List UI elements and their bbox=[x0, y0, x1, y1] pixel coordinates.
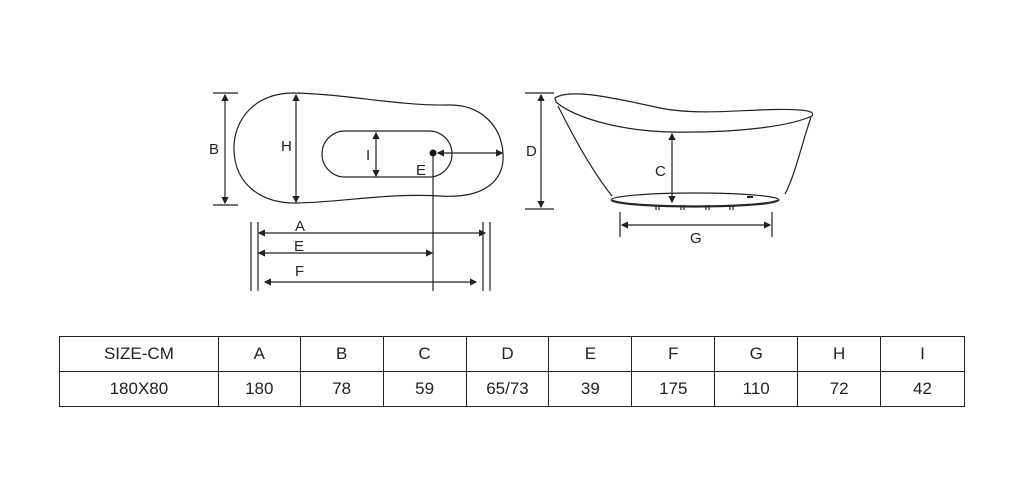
table-cell: 180 bbox=[217, 371, 301, 407]
label-f: F bbox=[295, 263, 304, 280]
tub-feet bbox=[655, 205, 734, 210]
drain-icon bbox=[429, 149, 437, 157]
tub-top-outline bbox=[233, 92, 504, 204]
table-header: B bbox=[299, 336, 384, 372]
label-g: G bbox=[690, 230, 702, 247]
table-cell: 78 bbox=[299, 371, 384, 407]
label-e: E bbox=[294, 238, 304, 255]
label-h: H bbox=[281, 138, 292, 155]
table-header: C bbox=[382, 336, 467, 372]
tub-base bbox=[610, 192, 780, 208]
table-cell: 39 bbox=[548, 371, 633, 407]
table-cell: 180X80 bbox=[59, 371, 219, 407]
table-cell: 65/73 bbox=[465, 371, 550, 407]
table-header: A bbox=[217, 336, 301, 372]
table-header: H bbox=[797, 336, 882, 372]
table-header: D bbox=[465, 336, 550, 372]
table-cell: 72 bbox=[797, 371, 882, 407]
table-cell: 59 bbox=[382, 371, 467, 407]
table-header: E bbox=[548, 336, 633, 372]
table-header: SIZE-CM bbox=[59, 336, 219, 372]
table-cell: 42 bbox=[880, 371, 965, 407]
label-d: D bbox=[526, 143, 537, 160]
label-b: B bbox=[209, 141, 219, 158]
label-e-inner: E bbox=[416, 162, 426, 179]
label-c: C bbox=[655, 163, 666, 180]
table-row: 180X80 180 78 59 65/73 39 175 110 72 42 bbox=[59, 371, 965, 407]
table-header: G bbox=[714, 336, 799, 372]
table-header: I bbox=[880, 336, 965, 372]
tub-side-rim bbox=[554, 93, 814, 133]
table-header: F bbox=[631, 336, 716, 372]
label-a: A bbox=[295, 218, 305, 235]
tub-side-body bbox=[557, 105, 812, 197]
table-cell: 110 bbox=[714, 371, 799, 407]
label-i: I bbox=[366, 147, 370, 164]
dimension-table: SIZE-CM A B C D E F G H I 180X80 180 78 … bbox=[59, 336, 965, 407]
table-cell: 175 bbox=[631, 371, 716, 407]
table-header-row: SIZE-CM A B C D E F G H I bbox=[59, 336, 965, 372]
